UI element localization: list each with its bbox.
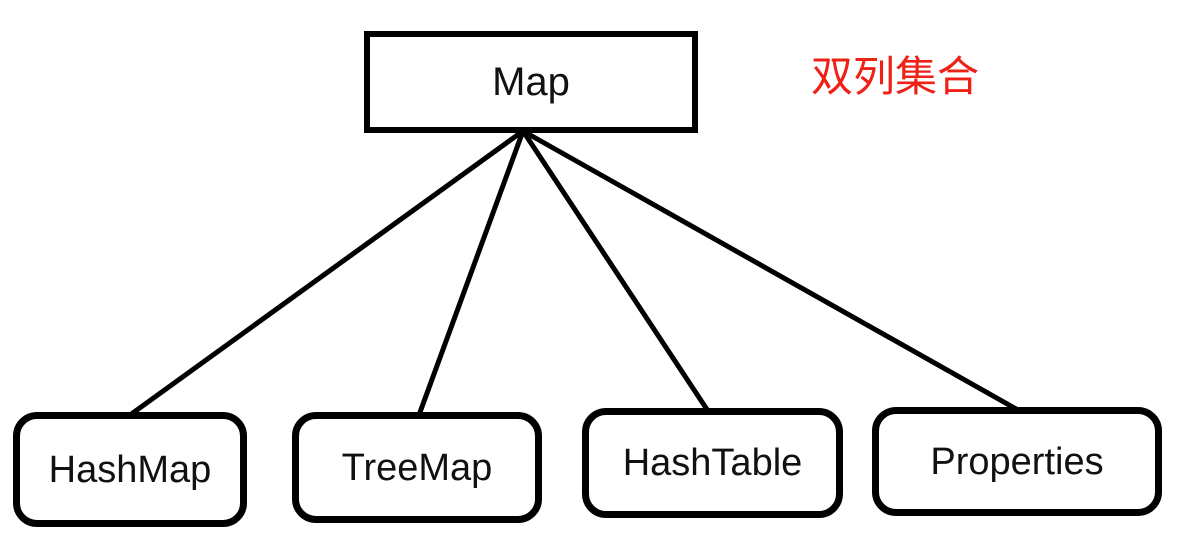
node-properties-label: Properties xyxy=(930,440,1104,483)
node-hashtable: HashTable xyxy=(582,408,843,518)
node-treemap: TreeMap xyxy=(292,412,542,523)
node-map: Map xyxy=(364,31,698,133)
node-hashtable-label: HashTable xyxy=(622,442,803,484)
node-map-label: Map xyxy=(492,60,570,104)
node-hashmap: HashMap xyxy=(13,412,247,527)
node-treemap-label: TreeMap xyxy=(341,446,493,489)
node-properties: Properties xyxy=(872,407,1162,516)
node-hashmap-label: HashMap xyxy=(48,448,212,491)
annotation-double-column-collection: 双列集合 xyxy=(811,53,980,100)
